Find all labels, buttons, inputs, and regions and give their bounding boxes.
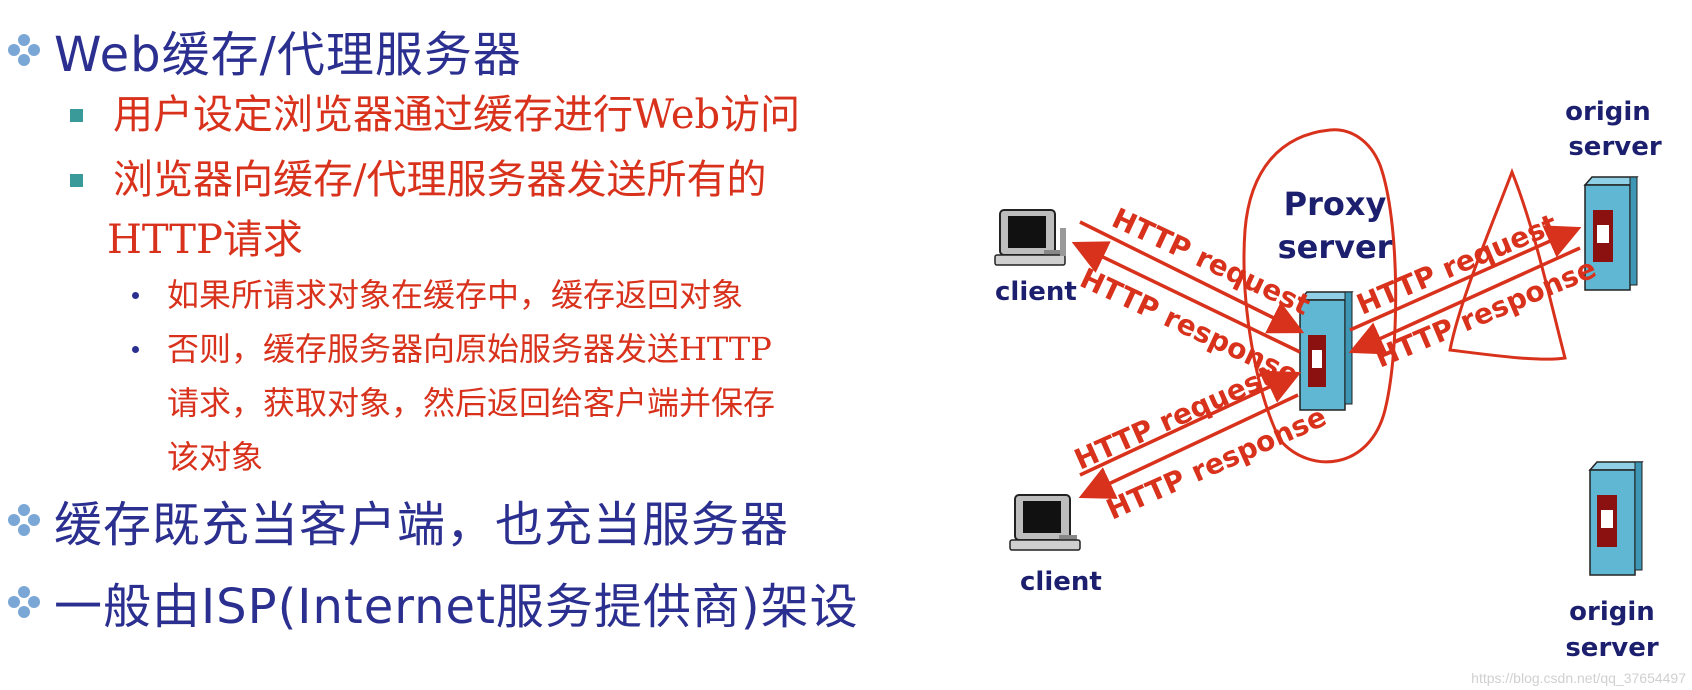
detail-point-b-line2: 请求，获取对象，然后返回给客户端并保存: [167, 384, 776, 422]
proxy-diagram: client client Proxy server origin server…: [994, 97, 1662, 663]
main-point-3: 一般由ISP(Internet服务提供商)架设: [4, 567, 859, 637]
origin-top-server-icon: [1583, 176, 1639, 291]
sub-point-2-text-line1: 浏览器向缓存/代理服务器发送所有的: [113, 157, 767, 203]
square-bullet-icon: [70, 173, 83, 187]
slide-title: Web缓存/代理服务器: [54, 27, 522, 83]
diamond-bullet-icon: [8, 34, 40, 66]
origin-top-label-line2: server: [1568, 132, 1662, 162]
client-top-label: client: [995, 277, 1077, 307]
detail-point-b-line3: 该对象: [167, 438, 264, 476]
dot-bullet-icon: [132, 291, 139, 299]
proxy-label-line2: server: [1278, 228, 1393, 266]
watermark: https://blog.csdn.net/qq_37654497: [1471, 670, 1686, 686]
sub-point-2-text-line2: HTTP请求: [107, 217, 303, 263]
origin-top-label-line1: origin: [1565, 97, 1651, 127]
arrow-client-top-request: [1079, 220, 1305, 334]
arrow-client-top-response: [1071, 241, 1301, 354]
origin-bottom-label-line2: server: [1565, 633, 1659, 663]
arrow-client-bottom-response: [1078, 393, 1299, 499]
origin-bottom-server-icon: [1588, 461, 1644, 576]
dot-bullet-icon: [132, 345, 139, 353]
detail-point-a-text: 如果所请求对象在缓存中，缓存返回对象: [167, 276, 744, 314]
origin-handdrawn-triangle: [1448, 167, 1567, 361]
arrow-origin-response: [1348, 246, 1581, 355]
arrow-origin-request: [1349, 225, 1582, 332]
diamond-bullet-icon: [8, 586, 40, 618]
sub-point-2: 浏览器向缓存/代理服务器发送所有的 HTTP请求: [70, 150, 766, 270]
arrow-client-bottom-request: [1079, 370, 1302, 477]
origin-bottom-label-line1: origin: [1569, 597, 1655, 627]
client-bottom-computer-icon: [1009, 494, 1081, 551]
client-bottom-label: client: [1020, 567, 1102, 597]
diamond-bullet-icon: [8, 504, 40, 536]
square-bullet-icon: [70, 108, 83, 122]
main-point-2: 缓存既充当客户端，也充当服务器: [4, 485, 789, 555]
proxy-handdrawn-circle: [1242, 128, 1398, 464]
client-top-computer-icon: [994, 209, 1066, 266]
detail-point-a: 如果所请求对象在缓存中，缓存返回对象: [132, 268, 743, 322]
detail-point-b: 否则，缓存服务器向原始服务器发送HTTP 请求，获取对象，然后返回给客户端并保存…: [132, 322, 775, 484]
detail-point-b-line1: 否则，缓存服务器向原始服务器发送HTTP: [167, 330, 772, 368]
sub-point-1: 用户设定浏览器通过缓存进行Web访问: [70, 85, 800, 145]
proxy-label-line1: Proxy: [1284, 185, 1387, 223]
main-point-1: Web缓存/代理服务器: [4, 15, 522, 85]
proxy-server-icon: [1298, 291, 1354, 411]
main-point-2-text: 缓存既充当客户端，也充当服务器: [54, 497, 790, 553]
main-point-3-text: 一般由ISP(Internet服务提供商)架设: [54, 579, 859, 635]
sub-point-1-text: 用户设定浏览器通过缓存进行Web访问: [113, 92, 801, 138]
